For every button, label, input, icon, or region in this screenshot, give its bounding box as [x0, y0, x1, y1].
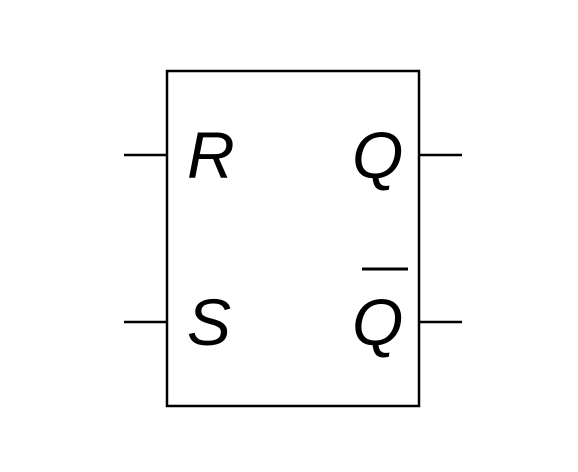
output-q-bar-label: Q [352, 285, 403, 359]
latch-box [165, 69, 421, 408]
output-q-label: Q [352, 118, 403, 192]
input-r-label: R [187, 118, 235, 192]
input-s-label: S [187, 285, 231, 359]
